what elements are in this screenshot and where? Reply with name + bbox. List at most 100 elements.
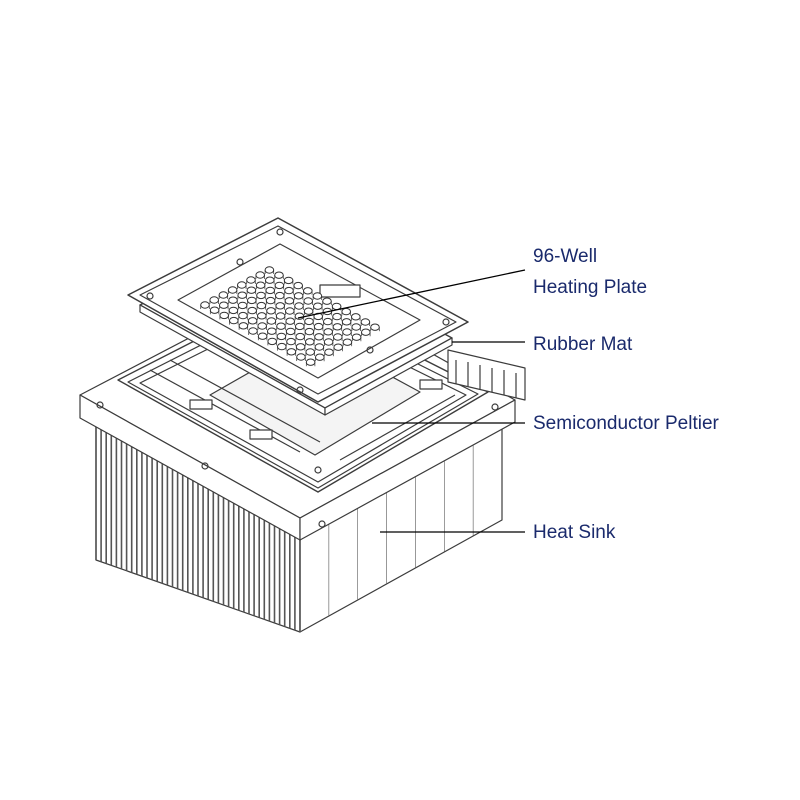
well (277, 342, 287, 351)
well (360, 318, 371, 326)
well (256, 301, 267, 310)
well (285, 327, 296, 336)
well (295, 343, 306, 351)
well (257, 332, 268, 340)
well (266, 307, 276, 315)
well (324, 348, 334, 356)
well (200, 301, 210, 309)
well (305, 348, 316, 356)
well (248, 327, 258, 335)
well (265, 296, 276, 305)
well (305, 358, 316, 366)
well (219, 301, 229, 309)
well (267, 327, 277, 335)
well (283, 276, 294, 285)
well (264, 266, 275, 274)
well (313, 302, 323, 310)
well (238, 322, 249, 330)
heat-sink (95, 419, 503, 633)
well (303, 287, 313, 295)
well (293, 281, 304, 290)
well (256, 291, 266, 300)
well (227, 286, 238, 294)
well (304, 317, 314, 326)
leader-lines (297, 269, 526, 533)
well (323, 338, 334, 346)
well (276, 332, 287, 341)
label-heat-sink: Heat Sink (533, 522, 616, 543)
well (229, 316, 239, 325)
label-heating-plate: Heating Plate (533, 277, 648, 298)
well (274, 271, 284, 279)
well (246, 276, 256, 284)
well (322, 297, 332, 305)
well (341, 307, 352, 316)
well (246, 286, 257, 294)
well (257, 312, 267, 320)
well (293, 292, 304, 300)
well (237, 291, 247, 299)
well (228, 296, 238, 304)
well (361, 328, 371, 336)
well (275, 312, 286, 320)
well (295, 332, 306, 341)
well (286, 348, 297, 356)
leader-line-heating-plate (297, 269, 526, 319)
well (255, 281, 266, 289)
well (315, 353, 325, 361)
well (351, 323, 362, 331)
well (265, 276, 275, 284)
well (209, 296, 219, 304)
label-rubber-mat: Rubber Mat (533, 334, 633, 355)
well (341, 318, 352, 326)
well (275, 302, 286, 310)
well (323, 317, 333, 326)
well (255, 271, 266, 279)
well (332, 323, 343, 331)
well (332, 312, 342, 321)
well (209, 306, 220, 314)
well (370, 323, 380, 331)
well (351, 313, 361, 321)
well (265, 286, 276, 295)
well (342, 338, 353, 346)
well (333, 333, 343, 341)
well (284, 286, 294, 295)
well (266, 317, 277, 325)
well (285, 317, 296, 325)
well (238, 311, 248, 320)
well (351, 333, 362, 341)
well (294, 302, 304, 310)
well (247, 317, 258, 325)
well (237, 281, 247, 289)
well (312, 292, 323, 300)
well (285, 307, 295, 315)
well (342, 328, 352, 336)
well (274, 281, 285, 290)
heating-plate (127, 217, 469, 403)
well (304, 327, 315, 336)
well (314, 333, 324, 341)
well (314, 343, 325, 351)
well (275, 291, 285, 300)
well (313, 322, 324, 331)
well (228, 306, 239, 315)
well (219, 311, 229, 320)
well (303, 307, 314, 315)
well (237, 301, 248, 310)
well (276, 322, 286, 330)
well (303, 297, 314, 305)
well (286, 337, 296, 346)
well (267, 337, 278, 346)
well-array (200, 266, 380, 367)
well (295, 322, 305, 331)
well (257, 322, 268, 330)
well (294, 312, 305, 320)
well (284, 297, 295, 305)
label-semiconductor-peltier: Semiconductor Peltier (533, 413, 719, 434)
label-96-well: 96-Well (533, 246, 598, 267)
well (333, 343, 344, 351)
well (323, 328, 334, 336)
